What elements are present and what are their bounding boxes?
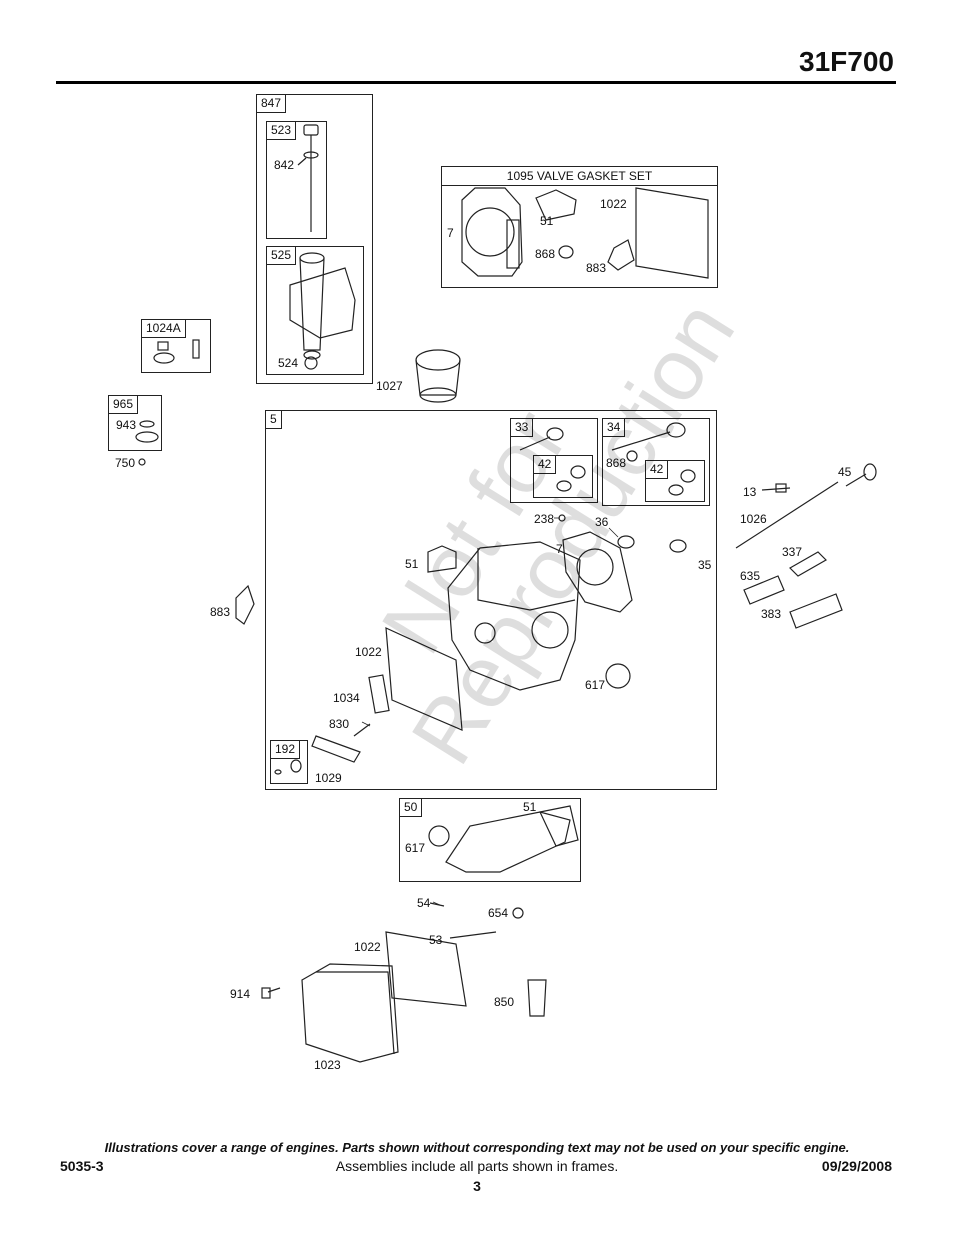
part-label-654: 654 xyxy=(488,906,509,920)
part-label-883-side: 883 xyxy=(210,605,231,619)
part-label-7-head: 7 xyxy=(556,542,563,556)
frame-192-tag: 192 xyxy=(271,741,301,759)
part-label-51-head: 51 xyxy=(405,557,419,571)
part-label-1026: 1026 xyxy=(740,512,767,526)
footer-assemblies-note: Assemblies include all parts shown in fr… xyxy=(335,1158,619,1174)
frame-33: 33 xyxy=(510,418,598,503)
frame-42b: 42 xyxy=(645,460,705,502)
footer-doc-number: 5035-3 xyxy=(60,1158,104,1174)
part-label-51-intake: 51 xyxy=(523,800,537,814)
frame-523: 523 xyxy=(266,121,327,239)
part-label-1022-cover: 1022 xyxy=(354,940,381,954)
part-label-617-intake: 617 xyxy=(405,841,426,855)
part-label-53: 53 xyxy=(429,933,443,947)
part-label-13: 13 xyxy=(743,485,757,499)
header-rule xyxy=(56,81,896,84)
oil-fill-tube-part xyxy=(289,252,356,370)
pushrod-and-spark-parts xyxy=(735,463,877,629)
valve-cover-parts xyxy=(261,902,547,1063)
frame-34: 34 xyxy=(602,418,710,506)
part-label-1022-head: 1022 xyxy=(355,645,382,659)
frame-1024A: 1024A xyxy=(141,319,211,373)
part-label-868-valve: 868 xyxy=(606,456,627,470)
part-label-617-head: 617 xyxy=(585,678,606,692)
part-label-7-gasket-set: 7 xyxy=(447,226,454,240)
part-label-883-gasket-set: 883 xyxy=(586,261,607,275)
frame-847-tag: 847 xyxy=(257,95,287,113)
frame-847: 847 xyxy=(256,94,373,384)
part-label-35: 35 xyxy=(698,558,712,572)
footer-page-number: 3 xyxy=(473,1178,481,1194)
frame-42a: 42 xyxy=(533,455,593,498)
model-number: 31F700 xyxy=(799,46,894,77)
frame-965-tag: 965 xyxy=(109,396,139,414)
part-label-36: 36 xyxy=(595,515,609,529)
frame-523-tag: 523 xyxy=(267,122,297,140)
part-label-524: 524 xyxy=(278,356,299,370)
frame-33-tag: 33 xyxy=(511,419,534,437)
frame-525-tag: 525 xyxy=(267,247,297,265)
part-label-1027: 1027 xyxy=(376,379,403,393)
gasket-set-parts xyxy=(461,187,709,279)
part-label-54: 54 xyxy=(417,896,431,910)
cylinder-head-part xyxy=(274,514,687,775)
part-label-830: 830 xyxy=(329,717,350,731)
part-label-868-gasket-set: 868 xyxy=(535,247,556,261)
frame-50: 50 xyxy=(399,798,581,882)
part-label-51-gasket-set: 51 xyxy=(540,214,554,228)
part-label-45: 45 xyxy=(838,465,852,479)
frame-965: 965 xyxy=(108,395,162,451)
part-label-943: 943 xyxy=(116,418,137,432)
part-label-750: 750 xyxy=(115,456,136,470)
frame-1024A-tag: 1024A xyxy=(142,320,186,338)
part-label-842: 842 xyxy=(274,158,295,172)
part-label-238: 238 xyxy=(534,512,555,526)
valve-gasket-set-title: 1095 VALVE GASKET SET xyxy=(442,167,717,186)
part-label-337: 337 xyxy=(782,545,803,559)
dipstick-part xyxy=(297,124,319,232)
valve-parts xyxy=(519,422,696,496)
frame-5: 5 xyxy=(265,410,717,790)
part-label-850: 850 xyxy=(494,995,515,1009)
frame-50-tag: 50 xyxy=(400,799,423,817)
frame-valve-gasket-set: 1095 VALVE GASKET SET xyxy=(441,166,718,288)
part-label-1023: 1023 xyxy=(314,1058,341,1072)
part-label-1029: 1029 xyxy=(315,771,342,785)
part-label-914: 914 xyxy=(230,987,251,1001)
footer-disclaimer: Illustrations cover a range of engines. … xyxy=(104,1140,850,1155)
part-label-635: 635 xyxy=(740,569,761,583)
frame-5-tag: 5 xyxy=(266,411,282,429)
frame-34-tag: 34 xyxy=(603,419,626,437)
frame-42b-tag: 42 xyxy=(646,461,669,479)
part-label-1022-gasket-set: 1022 xyxy=(600,197,627,211)
footer-date: 09/29/2008 xyxy=(821,1158,892,1174)
oil-filter-part xyxy=(415,349,461,403)
breather-parts xyxy=(153,339,200,364)
frame-192: 192 xyxy=(270,740,308,784)
frame-525: 525 xyxy=(266,246,364,375)
part-label-1034: 1034 xyxy=(333,691,360,705)
intake-manifold-part xyxy=(428,805,579,873)
frame-42a-tag: 42 xyxy=(534,456,557,474)
part-label-383: 383 xyxy=(761,607,782,621)
